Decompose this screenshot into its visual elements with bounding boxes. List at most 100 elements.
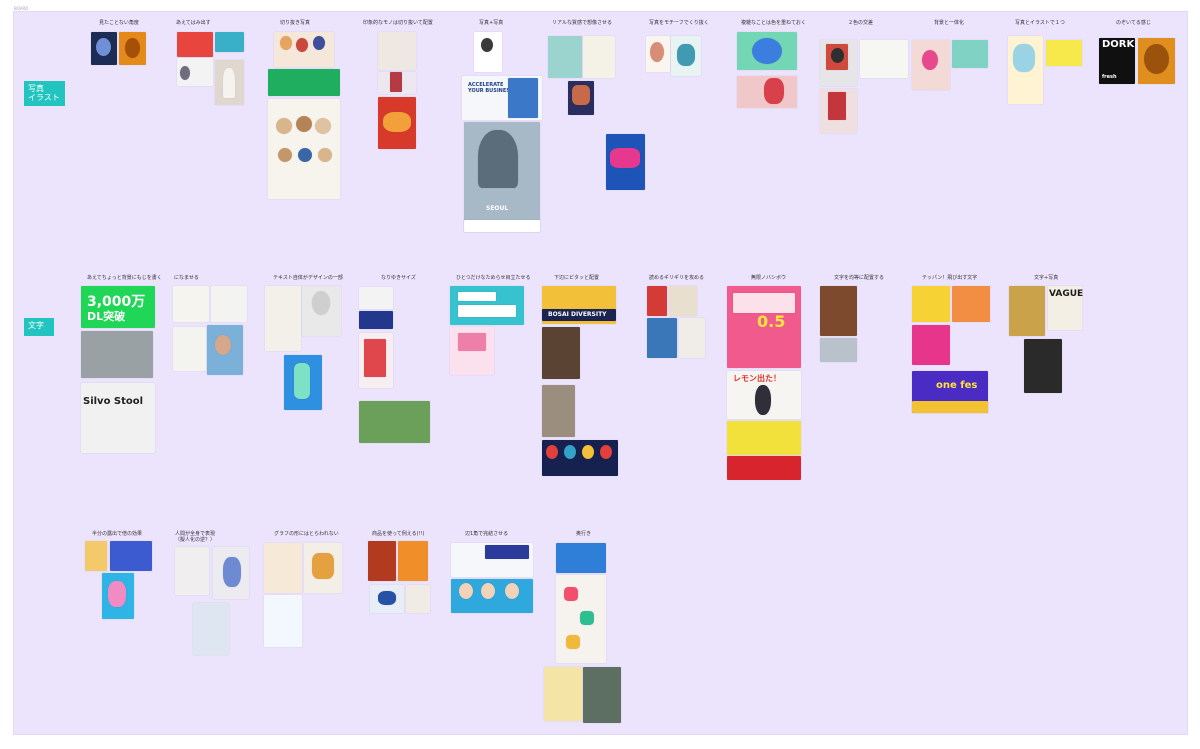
category-title: 写真をモチーフでくり抜く [649, 20, 709, 26]
bosai-text: BOSAI DIVERSITY [548, 311, 607, 318]
thumbnail-detail [276, 118, 292, 134]
thumbnail[interactable] [264, 595, 302, 647]
thumbnail[interactable] [359, 401, 430, 443]
thumbnail[interactable] [264, 543, 302, 593]
thumbnail[interactable] [193, 603, 229, 655]
thumbnail-detail [215, 335, 231, 355]
thumbnail[interactable] [912, 286, 950, 322]
row-label-text[interactable]: 文字 [24, 318, 54, 336]
thumbnail[interactable] [1024, 339, 1062, 393]
category-title: 背景と一体化 [934, 20, 965, 26]
thumbnail[interactable] [860, 40, 908, 78]
thumbnail[interactable] [265, 286, 301, 351]
thumbnail[interactable] [268, 69, 340, 96]
thumbnail-detail [223, 557, 241, 587]
thumbnail[interactable] [647, 318, 677, 358]
thumbnail[interactable] [215, 32, 244, 52]
thumbnail-detail [755, 385, 771, 415]
thumbnail[interactable] [912, 325, 950, 365]
thumbnail[interactable] [211, 286, 247, 322]
board-badge: BOARD [14, 6, 29, 11]
category-title: リアルな質感で想像させる [552, 20, 612, 26]
thumbnail-detail [600, 445, 612, 459]
thumbnail[interactable] [368, 541, 396, 581]
category-title: 読めるギリギリを攻める [649, 275, 705, 281]
thumbnail[interactable] [1046, 40, 1082, 66]
category-title: ２色の交差 [848, 20, 874, 26]
thumbnail[interactable] [175, 547, 209, 595]
thumbnail-detail [922, 50, 938, 70]
moodboard-canvas[interactable]: 写真 イラスト 文字 見たことない角度 あえてはみ出す 切り抜き写真 [13, 11, 1188, 735]
thumbnail-detail [318, 148, 332, 162]
thumbnail-detail [580, 611, 594, 625]
thumbnail[interactable] [359, 311, 393, 329]
thumbnail[interactable] [548, 36, 582, 78]
category-title: のぞいてる感じ [1116, 20, 1151, 26]
thumbnail[interactable] [820, 338, 857, 362]
thumbnail-detail [280, 36, 292, 50]
thumbnail-detail [542, 309, 616, 321]
thumbnail-detail [485, 545, 529, 559]
dl-number-text: 3,000万 [87, 294, 146, 310]
category-title: 半分の露出で倍の効果 [92, 531, 143, 537]
row-label-photo-illust[interactable]: 写真 イラスト [24, 81, 65, 106]
thumbnail[interactable] [81, 331, 153, 378]
thumbnail-detail [125, 38, 140, 58]
thumbnail[interactable] [727, 421, 801, 455]
thumbnail[interactable] [173, 327, 206, 371]
thumbnail[interactable] [359, 287, 393, 309]
thumbnail[interactable] [679, 318, 705, 358]
thumbnail[interactable] [952, 40, 988, 68]
thumbnail[interactable] [727, 456, 801, 480]
thumbnail[interactable] [173, 286, 209, 322]
category-title: 印象的なモノは切り抜いて配置 [363, 20, 433, 26]
category-title: 下辺にピタッと配置 [554, 275, 600, 281]
thumbnail[interactable] [406, 585, 430, 613]
thumbnail-detail [1144, 44, 1169, 74]
thumbnail-detail [364, 339, 386, 377]
thumbnail[interactable] [952, 286, 990, 322]
thumbnail[interactable] [542, 385, 575, 437]
thumbnail-detail [296, 116, 312, 132]
thumbnail-detail [108, 581, 126, 607]
dork-text: DORK [1102, 39, 1135, 50]
accelerate-text: ACCELERATE YOUR BUSINESS [468, 82, 514, 94]
thumbnail-detail [764, 78, 784, 104]
campaign-pct-text: 0.5 [757, 312, 786, 331]
thumbnail-detail [96, 38, 111, 56]
thumbnail[interactable] [110, 541, 152, 571]
thumbnail-detail [383, 112, 411, 132]
thumbnail[interactable] [177, 32, 213, 57]
category-title: 写真+写真 [479, 20, 504, 26]
category-title: なりゆきサイズ [381, 275, 416, 281]
thumbnail[interactable] [378, 32, 416, 70]
thumbnail[interactable] [85, 541, 107, 571]
lemon-text: レモン出た！ [733, 374, 781, 383]
thumbnail[interactable] [583, 667, 621, 723]
thumbnail[interactable] [583, 36, 615, 78]
thumbnail-detail [378, 591, 396, 605]
category-title: になませる [174, 275, 199, 281]
thumbnail-detail [458, 292, 496, 301]
thumbnail[interactable] [544, 667, 582, 721]
thumbnail-detail [459, 583, 473, 599]
thumbnail[interactable] [1009, 286, 1045, 336]
thumbnail[interactable] [81, 383, 155, 453]
thumbnail[interactable] [820, 286, 857, 336]
thumbnail-detail [223, 68, 235, 98]
thumbnail-detail [564, 587, 578, 601]
thumbnail-detail [313, 36, 325, 50]
thumbnail[interactable] [1048, 286, 1082, 330]
thumbnail[interactable] [1099, 38, 1135, 84]
thumbnail-detail [464, 220, 540, 232]
thumbnail[interactable] [542, 327, 580, 379]
category-title: 複雑なことは色を重ねておく [741, 20, 806, 26]
thumbnail[interactable] [556, 543, 606, 573]
thumbnail-detail [564, 445, 576, 459]
thumbnail[interactable] [647, 286, 667, 316]
category-title: 文字+写真 [1034, 275, 1059, 281]
thumbnail[interactable] [669, 286, 697, 316]
thumbnail[interactable] [398, 541, 428, 581]
thumbnail-detail [481, 38, 493, 52]
thumbnail[interactable] [81, 286, 155, 328]
